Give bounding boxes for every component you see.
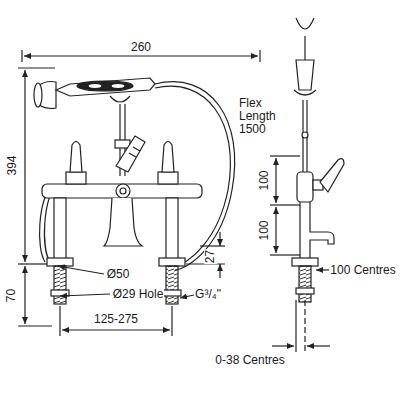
dimension-label: Ø29 Hole — [112, 288, 165, 301]
dimension-label: 394 — [6, 154, 19, 176]
dimension-label: G³/₄" — [194, 288, 222, 301]
dimension-label: 125-275 — [93, 313, 139, 326]
dimension-label: Ø50 — [106, 268, 131, 281]
dimension-label: 27 — [204, 248, 217, 263]
dimension-label: Flex Length 1500 — [238, 97, 286, 136]
dimension-label: 260 — [130, 41, 152, 54]
dimension-label: 0-38 Centres — [214, 354, 285, 367]
dimension-label: 100 — [258, 169, 271, 191]
dimension-label: 100 — [258, 219, 271, 241]
dimension-label: 70 — [5, 287, 18, 302]
dimension-label: 100 Centres — [329, 264, 396, 277]
